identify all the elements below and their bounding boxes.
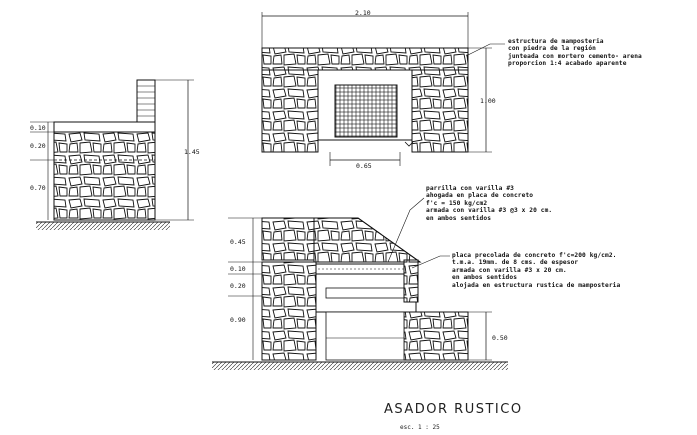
section-dim-1: 0.45 — [230, 238, 246, 246]
side-total-dim: 1.45 — [184, 148, 200, 156]
grill-note-line: en ambos sentidos — [426, 214, 492, 222]
side-dim-mid: 0.20 — [30, 142, 46, 150]
masonry-note-line: estructura de mamposteria — [508, 38, 604, 45]
grill-note-line: f'c = 150 kg/cm2 — [426, 199, 488, 207]
section-dim-3: 0.20 — [230, 282, 246, 290]
plan-height-dim: 1.00 — [480, 97, 496, 105]
grill-note-line: armada con varilla #3 @3 x 20 cm. — [426, 207, 553, 215]
masonry-note: estructura de mamposteria con piedra de … — [508, 38, 642, 68]
section-right-dim: 0.50 — [492, 334, 508, 342]
side-dim-top: 0.10 — [30, 124, 46, 132]
slab-note-line: armada con varilla #3 x 20 cm. — [452, 266, 567, 274]
plan-opening-dim: 0.65 — [356, 162, 372, 170]
drawing-title: ASADOR RUSTICO — [384, 402, 523, 417]
grill-note: parrilla con varilla #3 ahogada en placa… — [426, 185, 552, 222]
grill-note-line: parrilla con varilla #3 — [426, 185, 514, 192]
masonry-note-line: junteada con mortero cemento- arena — [508, 52, 642, 60]
section-dim-2: 0.10 — [230, 265, 246, 273]
side-dim-low: 0.70 — [30, 184, 46, 192]
slab-note-line: en ambos sentidos — [452, 274, 518, 282]
plan-view — [261, 12, 505, 166]
slab-note: placa precolada de concreto f'c=200 kg/c… — [452, 252, 620, 289]
front-section — [212, 197, 508, 370]
plan-width-dim: 2.10 — [355, 9, 371, 17]
section-dim-4: 0.90 — [230, 316, 246, 324]
grill-note-line: ahogada en placa de concreto — [426, 192, 534, 200]
slab-note-line: t.m.a. 19mm. de 8 cms. de espesor — [452, 259, 579, 267]
masonry-note-line: con piedra de la región — [508, 45, 596, 53]
masonry-note-line: proporcion 1:4 acabado aparente — [508, 60, 627, 68]
drawing-scale: esc. 1 : 25 — [400, 424, 440, 431]
slab-note-line: alojada en estructura rustica de mampost… — [452, 281, 621, 289]
side-elevation — [30, 79, 194, 230]
slab-note-line: placa precolada de concreto f'c=200 kg/c… — [452, 252, 617, 259]
